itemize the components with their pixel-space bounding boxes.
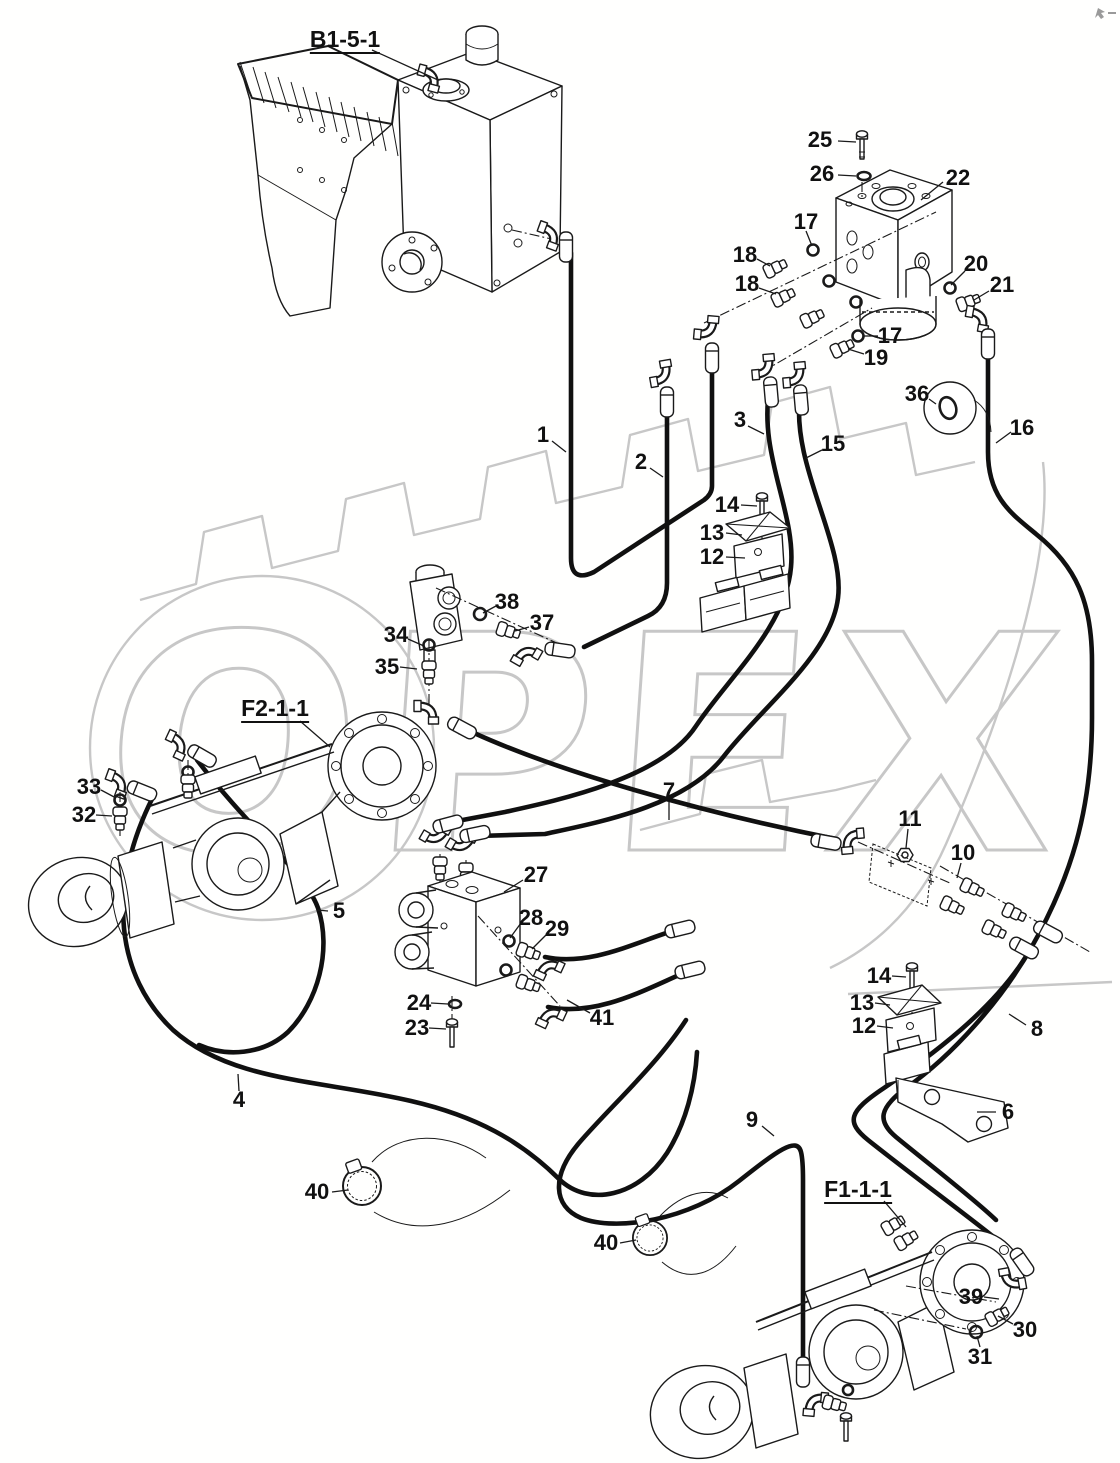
callout-label: 18 (734, 271, 760, 296)
callout-label: 23 (404, 1015, 430, 1040)
callout-label: 40 (593, 1230, 619, 1255)
hose-8 (881, 943, 1035, 1223)
callout-label: 14 (714, 492, 740, 517)
callout-label: 12 (699, 544, 725, 569)
callout-label: 4 (232, 1087, 246, 1112)
hose-7 (471, 730, 839, 842)
assembly-ref-label: F2-1-1 (241, 695, 309, 723)
callout-label: 40 (304, 1179, 330, 1204)
assembly-ref-label: B1-5-1 (309, 26, 381, 54)
tee-union-fittings (809, 828, 1091, 962)
callout-label: 13 (849, 990, 875, 1015)
callout-label: 2 (634, 449, 648, 474)
front-axle (27, 711, 437, 948)
callout-label: 22 (945, 165, 971, 190)
callout-label: 34 (383, 622, 409, 647)
cursor-artifact (1095, 8, 1116, 19)
callout-label: 38 (494, 589, 520, 614)
callout-label: 18 (732, 242, 758, 267)
hose-3 (449, 383, 794, 825)
callout-label: 29 (544, 916, 570, 941)
worm-clamps (342, 1137, 737, 1275)
solenoid-valve-block (394, 814, 707, 1048)
hose-9 (556, 1017, 806, 1383)
callout-label: 19 (863, 345, 889, 370)
steering-unit (835, 130, 953, 341)
callout-label: 30 (1012, 1317, 1038, 1342)
callout-label: 25 (807, 127, 833, 152)
callout-label: 8 (1030, 1016, 1044, 1041)
callout-label: 21 (989, 272, 1015, 297)
callout-label: 36 (904, 381, 930, 406)
callout-label: 3 (733, 407, 747, 432)
rear-axle (649, 1212, 1037, 1460)
callout-label: 14 (866, 963, 892, 988)
hose-1 (568, 250, 715, 578)
hydraulic-hoses (120, 250, 1095, 1383)
leader-lines (95, 49, 1027, 1348)
callout-label: 26 (809, 161, 835, 186)
callout-label: 33 (76, 774, 102, 799)
hose-15 (475, 393, 841, 839)
callout-label: 20 (963, 251, 989, 276)
callout-label: 39 (958, 1284, 984, 1309)
callout-label: 11 (898, 806, 922, 831)
callout-label: 16 (1009, 415, 1035, 440)
steering-fittings (647, 211, 994, 435)
callout-label: 32 (71, 802, 97, 827)
hose-4 (120, 794, 700, 1198)
callout-label: 27 (523, 862, 549, 887)
callout-label: 37 (529, 610, 555, 635)
callout-label: 12 (851, 1013, 877, 1038)
hose-41a (542, 927, 679, 962)
callout-label: 13 (699, 520, 725, 545)
callout-label: 6 (1001, 1099, 1015, 1124)
callout-label: 24 (406, 990, 432, 1015)
hydraulic-tank-assembly (237, 25, 574, 317)
callout-label: 15 (820, 431, 846, 456)
hose-2 (581, 403, 670, 650)
callout-label: 17 (793, 209, 819, 234)
callout-label: 1 (536, 422, 550, 447)
priority-valve (409, 564, 577, 742)
callout-label: 9 (745, 1107, 759, 1132)
hose-clamp-set-upper (699, 492, 791, 633)
callout-label: 41 (589, 1005, 615, 1030)
callout-label: 10 (950, 840, 976, 865)
callout-label: 7 (662, 778, 676, 803)
hose-41b (545, 969, 689, 1012)
callout-label: 35 (374, 654, 400, 679)
callout-label: 5 (332, 898, 346, 923)
callout-label: 31 (967, 1344, 993, 1369)
assembly-ref-label: F1-1-1 (824, 1176, 892, 1204)
callout-label: 28 (518, 905, 544, 930)
hose-clamp-set-lower (877, 962, 1009, 1143)
callout-label: 17 (877, 323, 903, 348)
